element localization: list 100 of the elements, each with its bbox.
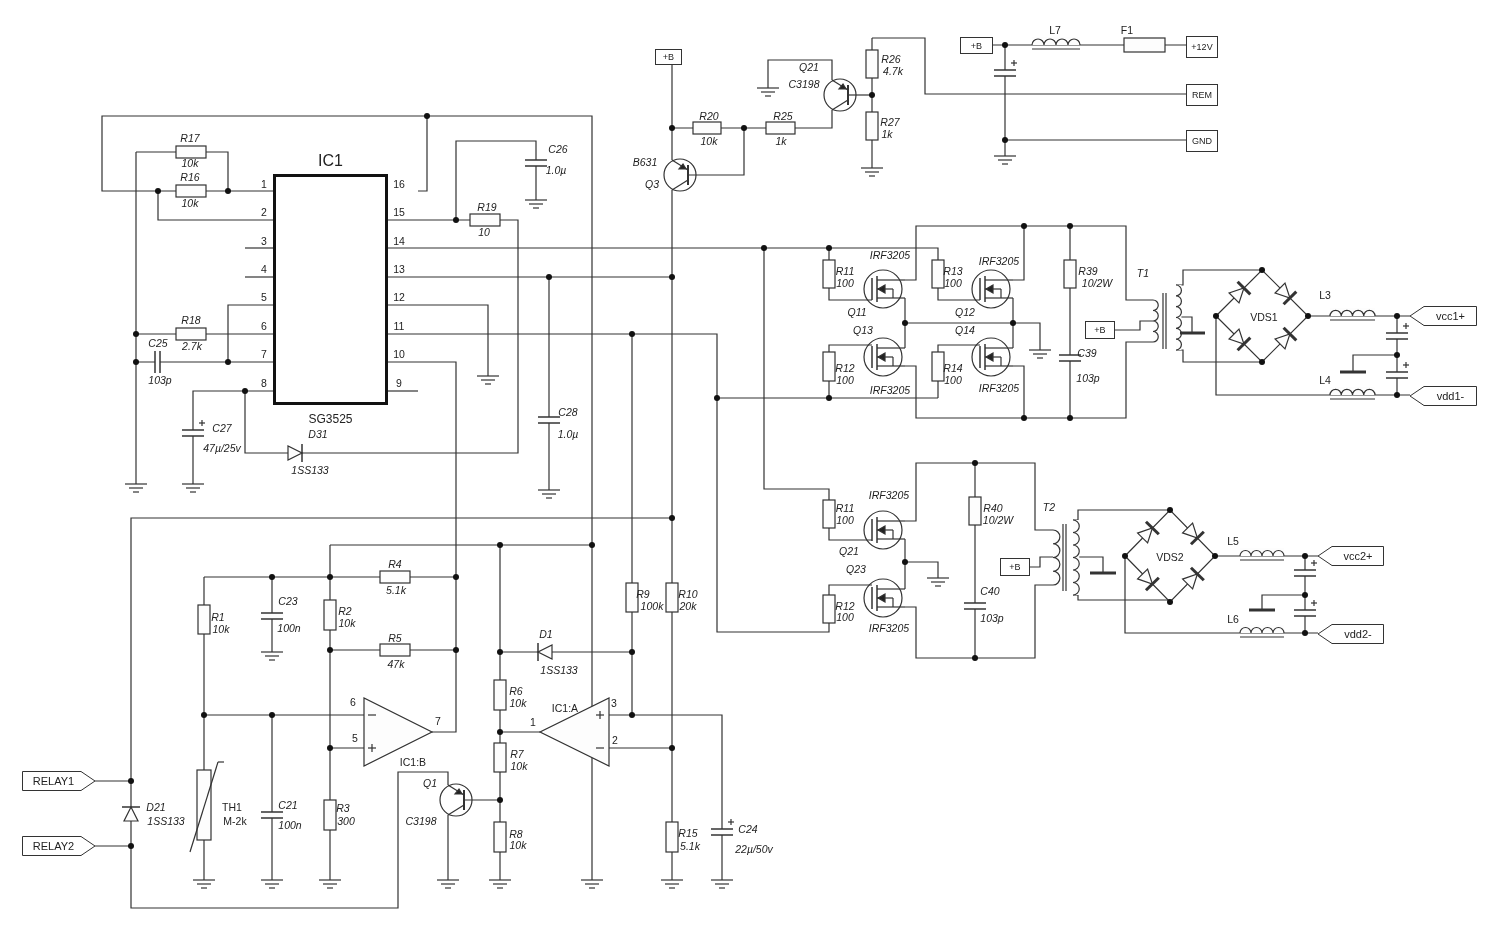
- component-label: R26: [881, 53, 901, 65]
- component-label: IRF3205: [978, 255, 1020, 267]
- component-label: 10k: [509, 839, 527, 851]
- component-label: M-2k: [223, 815, 247, 827]
- connector-terminal: vdd1-: [1410, 386, 1477, 406]
- connector-terminal: RELAY2: [22, 836, 95, 856]
- component-label: R39: [1078, 265, 1098, 277]
- component-label: R12: [835, 362, 855, 374]
- component-label: D31: [308, 428, 328, 440]
- component-label: 1k: [881, 128, 893, 140]
- component-label: R4: [388, 558, 402, 570]
- component-label: 100k: [640, 600, 664, 612]
- component-label: L4: [1319, 374, 1331, 386]
- component-label: D21: [146, 801, 166, 813]
- component-label: 10k: [510, 760, 528, 772]
- component-label: 100: [944, 277, 962, 289]
- pin-number: 2: [612, 734, 618, 746]
- component-label: Q21: [799, 61, 819, 73]
- component-label: 100: [836, 514, 854, 526]
- component-label: IC1:A: [551, 702, 579, 714]
- component-label: 10: [478, 226, 490, 238]
- component-label: C40: [980, 585, 1000, 597]
- component-label: 1.0µ: [557, 428, 579, 440]
- component-label: L6: [1227, 613, 1239, 625]
- component-label: R6: [509, 685, 523, 697]
- component-label: 10/2W: [1081, 277, 1113, 289]
- component-label: 2.7k: [182, 340, 202, 352]
- component-label: L3: [1319, 289, 1331, 301]
- component-label: IC1:B: [399, 756, 427, 768]
- component-label: R16: [180, 171, 200, 183]
- component-label: 10k: [181, 197, 199, 209]
- component-label: 103p: [1076, 372, 1100, 384]
- component-label: 1SS133: [147, 815, 185, 827]
- component-label: 10k: [212, 623, 230, 635]
- component-label: R11: [835, 502, 855, 514]
- component-label: 10/2W: [982, 514, 1014, 526]
- component-label: R20: [699, 110, 719, 122]
- component-label: Q12: [955, 306, 975, 318]
- terminal-box: REM: [1186, 84, 1218, 106]
- component-label: L5: [1227, 535, 1239, 547]
- connector-terminal: vcc1+: [1410, 306, 1477, 326]
- component-label: IRF3205: [978, 382, 1020, 394]
- pin-number: 3: [611, 697, 617, 709]
- component-label: 103p: [980, 612, 1004, 624]
- component-label: R40: [983, 502, 1003, 514]
- component-label: Q11: [847, 306, 867, 318]
- component-label: R15: [678, 827, 698, 839]
- component-label: 22µ/50v: [735, 843, 773, 855]
- component-label: R14: [943, 362, 963, 374]
- component-label: 47µ/25v: [203, 442, 241, 454]
- terminal-box: GND: [1186, 130, 1218, 152]
- component-label: R8: [509, 828, 523, 840]
- component-label: C23: [278, 595, 298, 607]
- component-label: 20k: [679, 600, 697, 612]
- component-label: R11: [835, 265, 855, 277]
- component-label: B631: [632, 156, 658, 168]
- component-label: R27: [880, 116, 900, 128]
- component-label: IRF3205: [868, 489, 910, 501]
- component-label: 10k: [338, 617, 356, 629]
- component-label: 4.7k: [883, 65, 903, 77]
- component-label: R12: [835, 600, 855, 612]
- component-label: 1k: [775, 135, 787, 147]
- component-label: IRF3205: [869, 249, 911, 261]
- connector-terminal: vdd2-: [1318, 624, 1384, 644]
- component-label: C25: [148, 337, 168, 349]
- component-label: T1: [1136, 267, 1150, 279]
- component-label: IRF3205: [868, 622, 910, 634]
- connector-terminal: vcc2+: [1318, 546, 1384, 566]
- component-label: 100: [836, 277, 854, 289]
- component-label: 300: [337, 815, 355, 827]
- component-label: R17: [180, 132, 200, 144]
- component-label: C28: [558, 406, 578, 418]
- pin-number: 1: [530, 716, 536, 728]
- component-label: C24: [738, 823, 758, 835]
- component-label: R1: [211, 611, 225, 623]
- component-label: Q23: [846, 563, 866, 575]
- pin-number: 5: [352, 732, 358, 744]
- component-label: 5.1k: [680, 840, 700, 852]
- component-label: L7: [1049, 24, 1061, 36]
- component-label: C3198: [788, 78, 820, 90]
- component-label: 1SS133: [540, 664, 578, 676]
- connector-terminal: RELAY1: [22, 771, 95, 791]
- component-label: 100: [836, 611, 854, 623]
- component-label: 100n: [277, 622, 301, 634]
- component-label: 10k: [700, 135, 718, 147]
- component-label: 5.1k: [386, 584, 406, 596]
- component-label: TH1: [222, 801, 242, 813]
- component-label: R13: [943, 265, 963, 277]
- component-label: R3: [336, 802, 350, 814]
- pin-number: 7: [435, 715, 441, 727]
- component-label: 10k: [509, 697, 527, 709]
- component-label: R5: [388, 632, 402, 644]
- component-label: T2: [1042, 501, 1056, 513]
- component-label: IRF3205: [869, 384, 911, 396]
- component-label: Q3: [645, 178, 659, 190]
- component-label: VDS1: [1250, 311, 1278, 323]
- component-label: Q14: [955, 324, 975, 336]
- terminal-box: +12V: [1186, 36, 1218, 58]
- component-label: Q21: [839, 545, 859, 557]
- component-label: VDS2: [1156, 551, 1184, 563]
